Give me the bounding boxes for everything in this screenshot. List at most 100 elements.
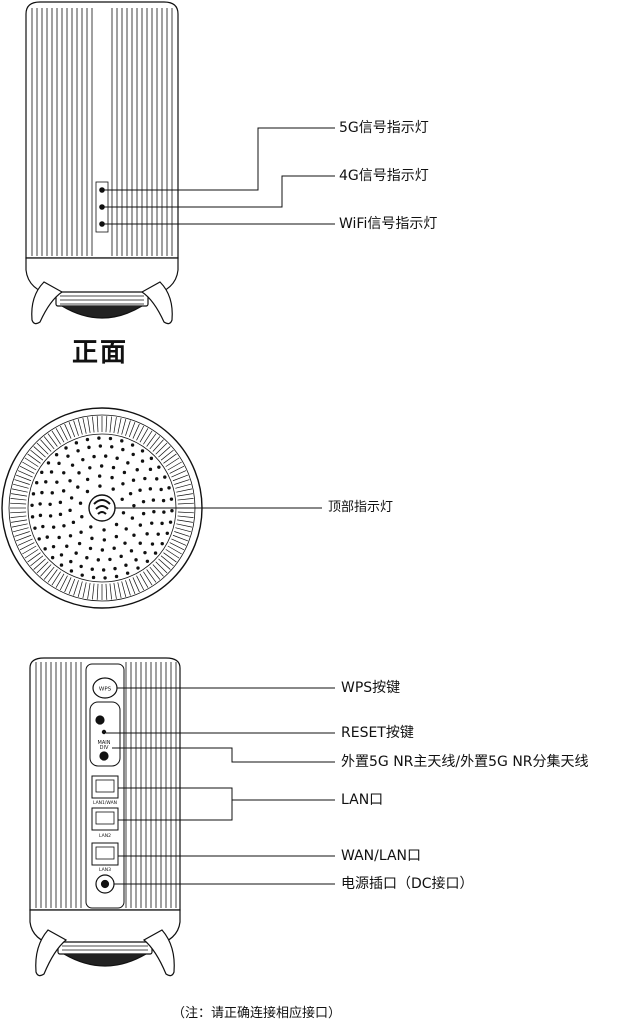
grille-hole <box>81 457 85 462</box>
top-rim-tick <box>117 417 122 434</box>
top-rim-tick <box>13 483 29 489</box>
grille-hole <box>85 556 89 560</box>
top-rim-tick <box>163 453 177 464</box>
grille-hole <box>100 548 105 552</box>
grille-hole <box>120 439 124 443</box>
grille-hole <box>58 512 63 517</box>
grille-hole <box>59 563 64 567</box>
grille-hole <box>138 488 142 492</box>
grille-hole <box>102 538 107 542</box>
top-rim-tick <box>155 442 168 455</box>
top-rim-tick <box>113 417 117 433</box>
top-rim-tick <box>117 582 122 599</box>
top-rim-tick <box>125 420 131 436</box>
top-rim-tick <box>128 421 136 438</box>
top-rim-tick <box>47 433 58 447</box>
grille-hole <box>48 502 52 507</box>
leader-antenna <box>112 747 335 763</box>
top-rim-tick <box>10 498 27 501</box>
top-rim-tick <box>160 449 174 461</box>
top-rim-tick <box>17 538 33 546</box>
top-rim-tick <box>10 515 27 518</box>
grille-hole <box>51 525 56 529</box>
top-rim-tick <box>177 502 194 505</box>
grille-hole <box>77 541 82 546</box>
leader-lan-2 <box>118 800 233 821</box>
top-rim-tick <box>136 425 145 441</box>
grille-hole <box>71 520 76 525</box>
grille-hole <box>89 525 93 529</box>
top-rim-tick <box>163 552 177 563</box>
grille-hole <box>151 498 156 502</box>
grille-hole <box>148 467 153 472</box>
top-rim-tick <box>73 580 79 596</box>
grille-hole <box>121 447 125 452</box>
grille-hole <box>136 566 140 570</box>
top-rim-tick <box>139 573 149 588</box>
top-rim-tick <box>121 419 127 435</box>
grille-hole <box>69 559 73 564</box>
grille-hole <box>170 509 174 513</box>
grille-hole <box>150 542 155 546</box>
leader-lan-1 <box>118 787 335 801</box>
label-antenna: 外置5G NR主天线/外置5G NR分集天线 <box>341 754 589 770</box>
top-rim-tick <box>30 555 44 567</box>
grille-hole <box>124 527 128 531</box>
grille-hole <box>66 454 70 458</box>
top-rim-tick <box>177 493 193 497</box>
grille-hole <box>57 535 61 540</box>
grille-hole <box>103 576 107 580</box>
top-rim-tick <box>165 457 180 467</box>
grille-hole <box>141 511 146 516</box>
grille-hole <box>169 497 174 501</box>
top-view <box>1 407 322 609</box>
antenna-connector-bottom <box>99 751 109 761</box>
top-rim-tick <box>47 569 58 583</box>
grille-hole <box>120 497 124 501</box>
grille-hole <box>96 558 101 562</box>
grille-hole <box>115 456 119 460</box>
panel-text-main: MAIN <box>98 740 111 746</box>
top-rim-tick <box>68 578 76 595</box>
top-rim-tick <box>40 564 52 577</box>
top-rim-tick <box>176 523 193 528</box>
grille-hole <box>79 564 83 569</box>
grille-hole <box>44 480 48 484</box>
grille-hole <box>74 551 78 555</box>
top-rim-tick <box>174 531 190 537</box>
grille-hole <box>132 503 136 508</box>
grille-hole <box>87 445 91 450</box>
back-foot-left <box>35 929 68 977</box>
top-rim-tick <box>24 549 39 559</box>
top-rim-tick <box>96 416 99 433</box>
label-reset: RESET按键 <box>341 725 414 741</box>
top-rim-tick <box>22 461 37 471</box>
top-rim-tick <box>175 483 191 489</box>
grille-hole <box>41 524 45 529</box>
grille-hole <box>121 511 126 515</box>
grille-hole <box>145 532 149 536</box>
grille-hole <box>69 569 74 573</box>
grille-hole <box>40 490 44 495</box>
grille-hole <box>78 501 83 505</box>
top-rim-tick <box>128 578 136 595</box>
top-rim-tick <box>175 527 191 533</box>
grille-hole <box>102 528 106 532</box>
top-led-ring <box>88 494 116 522</box>
grille-hole <box>59 553 64 557</box>
top-rim-tick <box>152 564 164 577</box>
grille-hole <box>70 463 75 467</box>
top-rim-tick <box>82 417 87 434</box>
grille-hole <box>113 566 117 571</box>
grille-hole <box>58 500 63 505</box>
top-rim-tick <box>165 549 180 559</box>
top-rim-tick <box>77 581 83 597</box>
grille-hole <box>119 554 123 559</box>
reset-hole-icon <box>101 729 107 735</box>
grille-hole <box>134 558 138 562</box>
grille-hole <box>92 454 96 459</box>
grille-hole <box>98 484 102 488</box>
front-bottom-vent-lines <box>60 295 144 305</box>
top-rim-tick <box>64 577 72 593</box>
top-rim-tick <box>143 430 153 445</box>
